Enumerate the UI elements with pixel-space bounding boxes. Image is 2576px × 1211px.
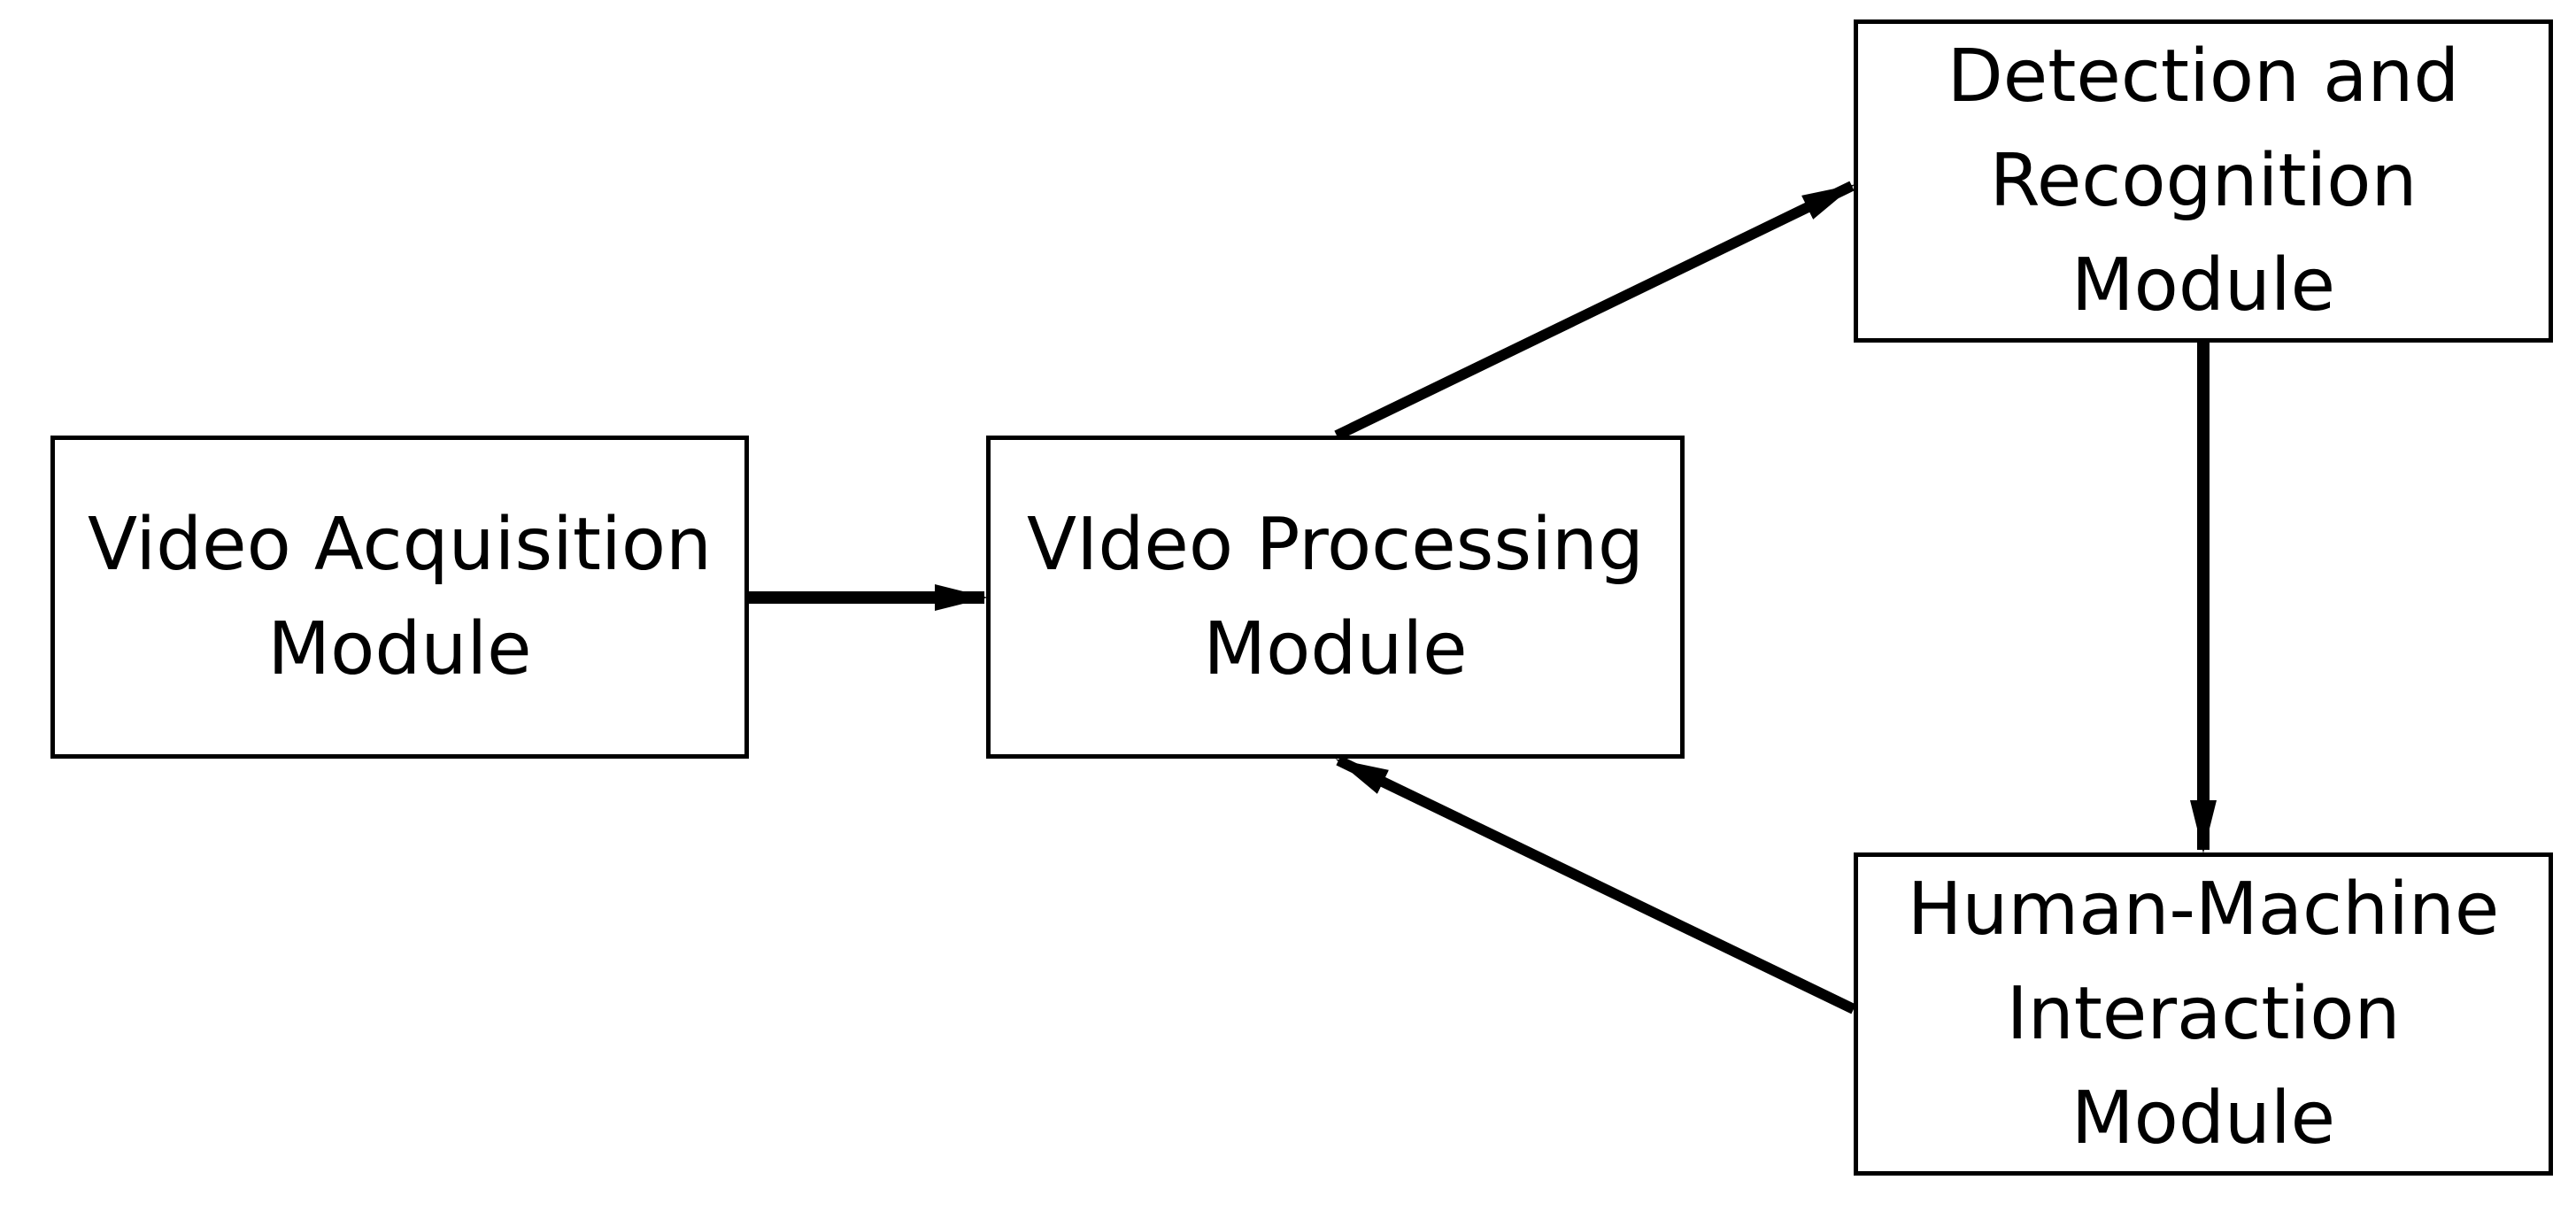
detection-label-line-3: Module [2071,243,2336,328]
arrow-processing-to-detection [1334,181,1855,441]
arrow-hmi-to-processing [1335,755,1856,1014]
video-acquisition-module-box: Video Acquisition Module [50,436,749,759]
hmi-label-line-1: Human-Machine [1907,867,2500,952]
video-acquisition-label-line-1: Video Acquisition [88,502,712,587]
human-machine-interaction-module-box: Human-Machine Interaction Module [1854,852,2553,1176]
detection-recognition-module-box: Detection and Recognition Module [1854,19,2553,343]
video-processing-module-box: VIdeo Processing Module [986,436,1685,759]
detection-label-line-2: Recognition [1989,138,2418,223]
hmi-label-line-3: Module [2071,1076,2336,1161]
video-acquisition-label-line-2: Module [267,606,532,691]
hmi-label-line-2: Interaction [2006,971,2401,1056]
video-processing-label-line-2: Module [1203,606,1468,691]
video-processing-label-line-1: VIdeo Processing [1027,502,1644,587]
detection-label-line-1: Detection and [1947,34,2460,119]
